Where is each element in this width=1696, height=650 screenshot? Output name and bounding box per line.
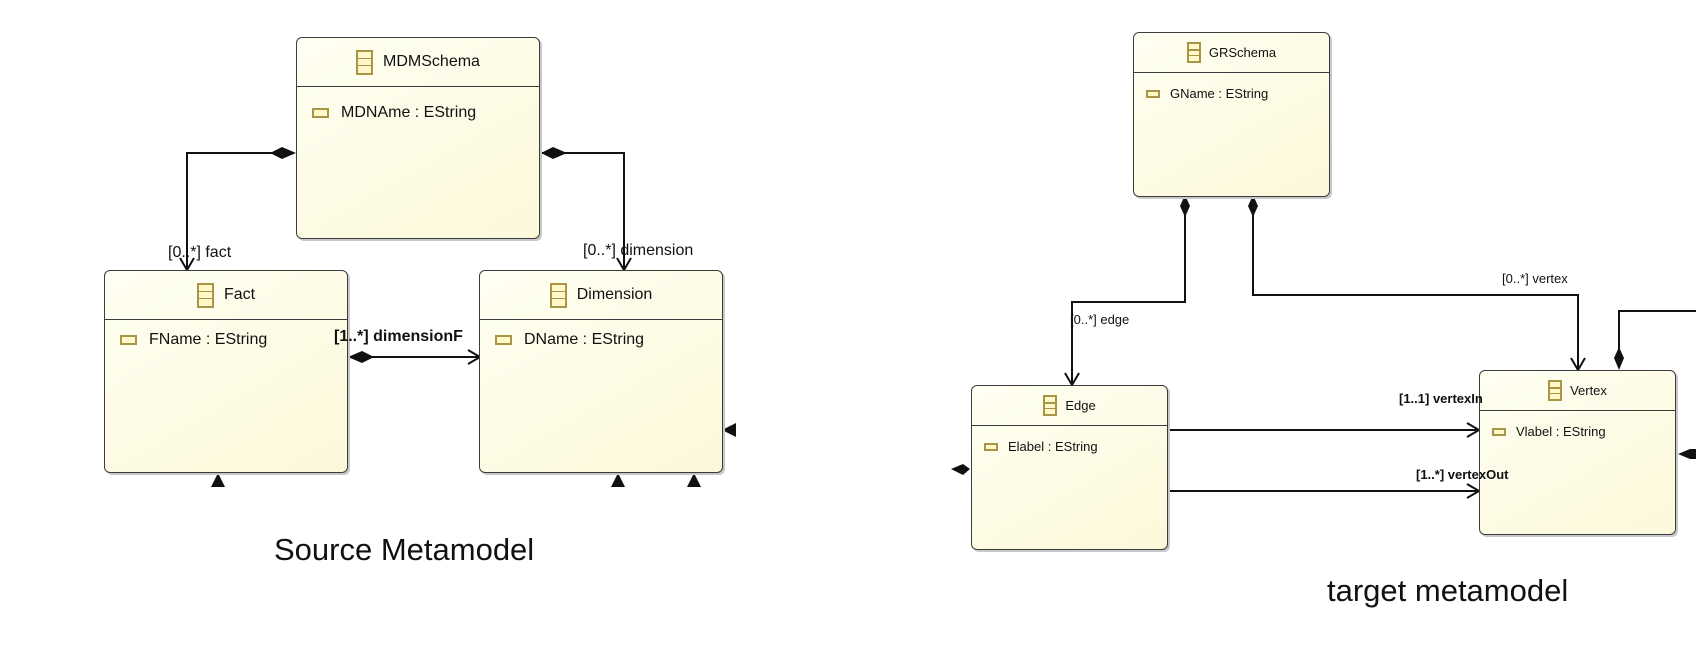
vertex-outgoing-line bbox=[1618, 310, 1696, 358]
triangle-marker-icon bbox=[211, 473, 225, 487]
composition-diamond-icon bbox=[1248, 195, 1258, 217]
reference-dimensionF-label: [1..*] dimensionF bbox=[334, 328, 463, 345]
reference-fact-line bbox=[186, 152, 273, 270]
attribute-label: GName : EString bbox=[1170, 86, 1269, 101]
composition-diamond-icon bbox=[1614, 347, 1624, 370]
attribute-row[interactable]: FName : EString bbox=[105, 331, 347, 349]
composition-diamond-icon bbox=[541, 147, 567, 159]
reference-fact-label: [0..*] fact bbox=[168, 244, 232, 261]
reference-vertex-line bbox=[1252, 208, 1579, 370]
composition-diamond-icon bbox=[348, 351, 374, 363]
eclass-icon bbox=[1548, 380, 1563, 401]
class-header: MDMSchema bbox=[297, 38, 539, 87]
eattribute-icon bbox=[120, 335, 137, 345]
reference-vertex-label: [0..*] vertex bbox=[1502, 271, 1568, 286]
triangle-marker-icon bbox=[722, 423, 736, 437]
eattribute-icon bbox=[1146, 89, 1160, 98]
class-mdmschema[interactable]: MDMSchema MDNAme : EString bbox=[296, 37, 540, 239]
class-edge[interactable]: Edge Elabel : EString bbox=[971, 385, 1168, 550]
reference-dimension-line bbox=[540, 152, 625, 270]
class-name: Edge bbox=[1065, 398, 1096, 413]
reference-vertexIn-label: [1..1] vertexIn bbox=[1399, 391, 1483, 406]
class-name: MDMSchema bbox=[383, 53, 480, 70]
class-header: Vertex bbox=[1480, 371, 1675, 411]
eattribute-icon bbox=[495, 335, 512, 345]
eclass-icon bbox=[549, 282, 567, 308]
composition-diamond-icon bbox=[1180, 195, 1190, 217]
reference-dimension-label: [0..*] dimension bbox=[583, 242, 694, 259]
class-grschema[interactable]: GRSchema GName : EString bbox=[1133, 32, 1330, 197]
triangle-marker-icon bbox=[611, 473, 625, 487]
class-header: Fact bbox=[105, 271, 347, 320]
attribute-row[interactable]: Elabel : EString bbox=[972, 439, 1167, 454]
eattribute-icon bbox=[1492, 427, 1506, 436]
class-name: Dimension bbox=[576, 286, 653, 303]
composition-diamond-icon bbox=[951, 464, 970, 475]
eclass-icon bbox=[1043, 395, 1058, 416]
composition-diamond-icon bbox=[270, 147, 296, 159]
class-header: Edge bbox=[972, 386, 1167, 426]
source-caption: Source Metamodel bbox=[274, 532, 535, 567]
composition-diamond-icon bbox=[1678, 449, 1696, 459]
reference-edge-line bbox=[1071, 208, 1186, 385]
class-dimension[interactable]: Dimension DName : EString bbox=[479, 270, 723, 473]
class-name: Vertex bbox=[1570, 383, 1607, 398]
class-fact[interactable]: Fact FName : EString bbox=[104, 270, 348, 473]
class-name: Fact bbox=[223, 286, 256, 303]
reference-vertexOut-label: [1..*] vertexOut bbox=[1416, 467, 1509, 482]
attribute-label: FName : EString bbox=[149, 331, 268, 348]
attribute-row[interactable]: Vlabel : EString bbox=[1480, 424, 1675, 439]
target-caption: target metamodel bbox=[1327, 573, 1569, 608]
attribute-row[interactable]: DName : EString bbox=[480, 331, 722, 349]
attribute-label: DName : EString bbox=[524, 331, 645, 348]
class-header: GRSchema bbox=[1134, 33, 1329, 73]
class-name: GRSchema bbox=[1208, 45, 1277, 60]
attribute-row[interactable]: GName : EString bbox=[1134, 86, 1329, 101]
attribute-label: MDNAme : EString bbox=[341, 104, 477, 121]
triangle-marker-icon bbox=[687, 473, 701, 487]
class-header: Dimension bbox=[480, 271, 722, 320]
class-vertex[interactable]: Vertex Vlabel : EString bbox=[1479, 370, 1676, 535]
eclass-icon bbox=[356, 49, 374, 75]
attribute-row[interactable]: MDNAme : EString bbox=[297, 104, 539, 122]
eclass-icon bbox=[196, 282, 214, 308]
eattribute-icon bbox=[984, 442, 998, 451]
eattribute-icon bbox=[312, 108, 329, 118]
eclass-icon bbox=[1186, 42, 1201, 63]
attribute-label: Vlabel : EString bbox=[1516, 424, 1606, 439]
reference-edge-label: [0..*] edge bbox=[1070, 312, 1130, 327]
attribute-label: Elabel : EString bbox=[1008, 439, 1098, 454]
